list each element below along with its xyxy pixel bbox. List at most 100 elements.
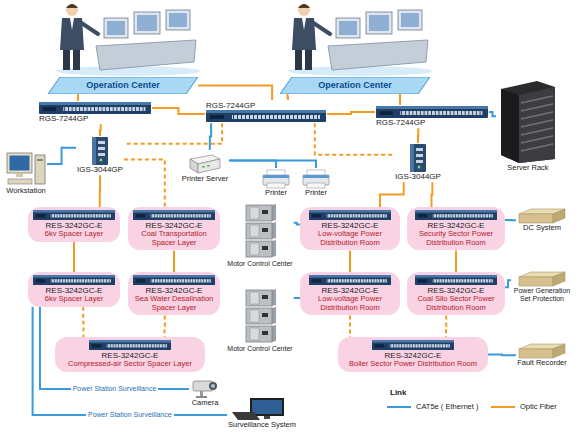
fault-recorder-icon (519, 344, 565, 358)
ethernet-link (489, 112, 496, 116)
ethernet-link (47, 148, 76, 164)
printer-icon (301, 169, 331, 189)
motor-control-center-icon (246, 204, 276, 257)
device-label: RES-3242GC-E (102, 351, 159, 360)
device-label: RES-3242GC-E (428, 221, 485, 230)
switch-icon (376, 106, 488, 118)
switch-icon (92, 137, 108, 165)
fiber-link (73, 242, 75, 272)
fiber-link (173, 250, 175, 272)
device-label: RES-3242GC-E (385, 351, 442, 360)
switch-group: RES-3242GC-ECompressed-air Sector Spacer… (55, 337, 205, 372)
switch-group: RES-3242GC-ESea Water Desalination Space… (128, 272, 220, 315)
printer-server: Printer Server (181, 150, 229, 185)
printer: Printer (260, 168, 292, 199)
ethernet-link (229, 160, 316, 168)
fiber-link (399, 94, 401, 105)
motor-control-center-icon (246, 289, 276, 342)
legend-heading: Link (390, 388, 406, 397)
switch-icon (410, 144, 426, 172)
camera-icon (190, 377, 220, 399)
location-caption: Compressed-air Sector Spacer Layer (68, 360, 192, 369)
server-rack-icon (501, 81, 555, 163)
device-label: IGS-3044GP (395, 172, 441, 181)
fiber-link (455, 250, 457, 272)
operation-center: Operation Center (280, 77, 430, 94)
location-caption: 6kv Spacer Layer (45, 230, 103, 239)
switch-group: RES-3242GC-E6kv Spacer Layer (28, 272, 120, 307)
legend-swatch (490, 403, 516, 411)
legend-text: Optic Fiber (520, 403, 557, 412)
switch-icon (133, 275, 215, 285)
device-label: RES-3242GC-E (322, 221, 379, 230)
legend-entry: CAT5e ( Ethernet ) (386, 403, 478, 412)
operation-center: Operation Center (48, 77, 198, 94)
printer-server-icon (190, 155, 220, 173)
dc-system-icon (519, 209, 565, 223)
switch-group: RES-3242GC-ELow-voltage Power Distributi… (300, 207, 400, 250)
switch: RGS-7244GP (375, 105, 489, 128)
device-label: RES-3242GC-E (322, 286, 379, 295)
legend-entry: Optic Fiber (490, 403, 557, 412)
switch-icon (39, 102, 151, 114)
fiber-link (431, 182, 434, 207)
device-label: Power Generation Set Protection (512, 287, 572, 303)
switch: IGS-3044GP (76, 136, 124, 175)
fiber-link (99, 175, 101, 207)
device-label: RGS-7244GP (39, 114, 88, 123)
location-caption: 6kv Spacer Layer (45, 295, 103, 304)
switch-icon (372, 340, 454, 350)
fiber-link (198, 86, 272, 101)
switch-group: RES-3242GC-ECoal Transportation Spacer L… (128, 207, 220, 250)
device-label: RES-3242GC-E (46, 221, 103, 230)
switch-icon (309, 275, 391, 285)
device-label: Surveillance System (228, 421, 296, 430)
fiber-link (417, 128, 419, 143)
device-label: Printer (305, 189, 327, 198)
device-label: Motor Control Center (227, 260, 292, 268)
device-label: DC System (523, 224, 561, 233)
printer-icon (261, 169, 291, 189)
switch-icon (33, 275, 115, 285)
protection-device: Power Generation Set Protection (511, 270, 573, 304)
switch-icon (309, 210, 391, 220)
legend-swatch (386, 403, 412, 411)
printer-icon (303, 170, 329, 188)
legend-text: CAT5e ( Ethernet ) (416, 403, 478, 412)
switch-icon (39, 102, 151, 114)
ethernet-link (229, 160, 276, 168)
switch-icon (206, 110, 326, 122)
switch-icon (415, 210, 497, 220)
switch: RGS-7244GP (205, 100, 327, 123)
device-label: Operation Center (318, 80, 392, 90)
fault-recorder-icon (517, 343, 567, 359)
workstation-icon (6, 151, 46, 187)
server-rack-icon (497, 79, 559, 164)
dc-system-icon (517, 208, 567, 224)
device-label: RES-3242GC-E (46, 286, 103, 295)
device-label: IGS-3044GP (77, 165, 123, 174)
switch-icon (33, 210, 115, 220)
fiber-link (77, 94, 79, 101)
switch-icon (372, 340, 454, 350)
ethernet-link (505, 219, 516, 221)
switch-group: RES-3242GC-ESecurity Sector Power Distri… (407, 207, 505, 250)
motor-control-center-icon (242, 289, 278, 345)
server-rack: Server Rack (496, 78, 560, 174)
switch-icon (92, 137, 108, 165)
switch-icon (415, 275, 497, 285)
switch-icon (89, 340, 171, 350)
ethernet-link (488, 353, 516, 356)
label-plate (280, 77, 430, 94)
ethernet-link (210, 123, 211, 150)
device-label: RGS-7244GP (206, 101, 255, 110)
ethernet-link (33, 307, 227, 415)
switch-icon (133, 210, 215, 220)
switch-icon (415, 210, 497, 220)
fiber-link (124, 123, 222, 144)
camera-icon (193, 381, 217, 398)
device-label: Camera (192, 399, 219, 408)
device-label: Fault Recorder (517, 359, 567, 368)
printer: Printer (300, 168, 332, 199)
label-plate (48, 77, 198, 94)
